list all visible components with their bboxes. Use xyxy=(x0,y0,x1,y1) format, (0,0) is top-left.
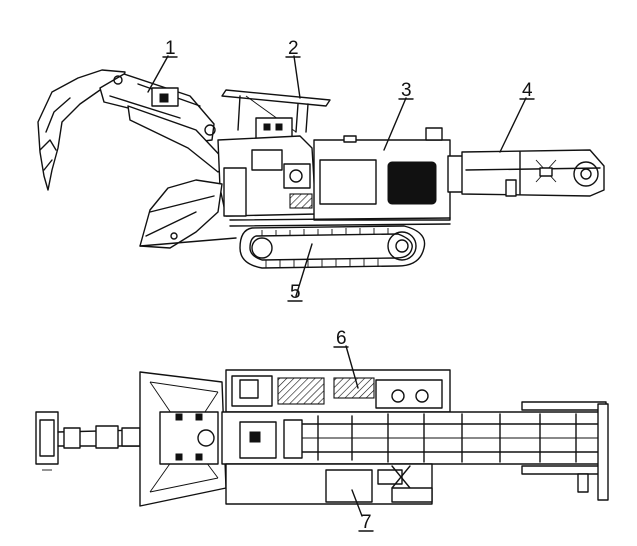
side-view: 1 2 3 4 5 xyxy=(37,38,605,303)
cab-assembly xyxy=(217,135,317,217)
arm-plan xyxy=(35,411,141,471)
upper-frame xyxy=(225,369,451,413)
operator-canopy xyxy=(221,89,331,141)
shovel-plan xyxy=(139,371,227,507)
callout-2: 2 xyxy=(288,38,299,59)
top-view: 6 7 xyxy=(35,328,609,533)
side-leaders xyxy=(147,55,527,297)
callout-5: 5 xyxy=(290,282,301,303)
callout-6: 6 xyxy=(336,328,347,349)
excavating-arm xyxy=(37,69,229,191)
loading-shovel xyxy=(139,179,237,249)
callout-7: 7 xyxy=(361,512,372,533)
lower-frame xyxy=(225,463,433,505)
conveyor-deck xyxy=(197,401,609,501)
callout-1: 1 xyxy=(165,38,176,59)
callout-3: 3 xyxy=(401,80,412,101)
main-frame xyxy=(229,127,451,227)
callout-4: 4 xyxy=(522,80,533,101)
conveyor-boom xyxy=(447,149,605,197)
crawler-track xyxy=(239,225,426,269)
